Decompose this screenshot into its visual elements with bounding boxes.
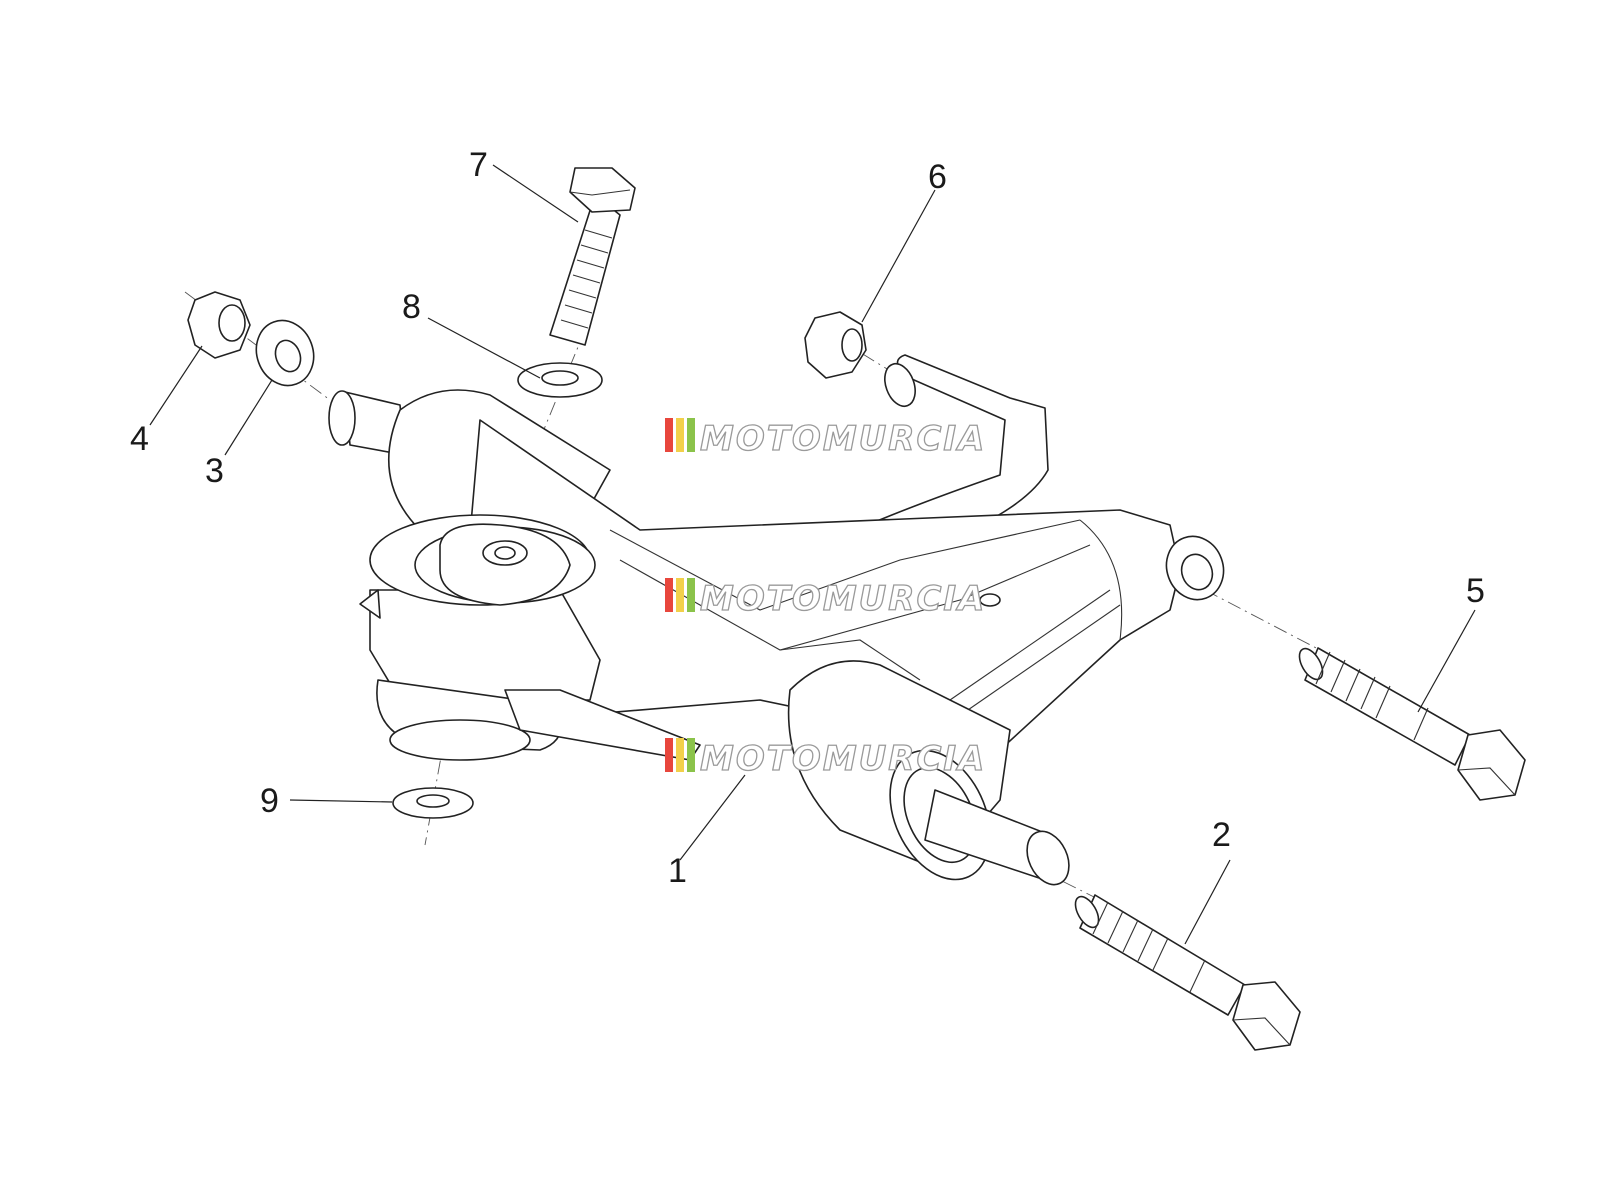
watermark-stripe-yellow [676,738,684,772]
watermark-stripe-yellow [676,418,684,452]
washer-9 [392,787,474,819]
washer-3 [255,319,315,387]
watermark-stripe-green [687,738,695,772]
watermark-middle: MOTOMURCIA [665,578,986,620]
swing-arm [328,354,1225,886]
watermark-stripe-green [687,578,695,612]
watermark-text: MOTOMURCIA [700,579,986,619]
washer-8 [517,362,603,398]
nut-4 [187,291,251,359]
watermark-group: MOTOMURCIA MOTOMURCIA MOTOMURCIA [665,418,986,780]
watermark-text: MOTOMURCIA [700,739,986,779]
callout-5: 5 [1466,572,1485,610]
bolt-7 [549,167,636,346]
watermark-bottom: MOTOMURCIA [665,738,986,780]
watermark-stripe-green [687,418,695,452]
nut-6 [804,311,867,379]
callout-1: 1 [668,852,687,890]
callout-7: 7 [469,146,488,184]
watermark-top: MOTOMURCIA [665,418,986,460]
callout-6: 6 [928,158,947,196]
callout-4: 4 [130,420,149,458]
leader-lines [149,164,1476,945]
watermark-stripe-red [665,418,673,452]
watermark-stripe-yellow [676,578,684,612]
callout-9: 9 [260,782,279,820]
watermark-stripe-red [665,578,673,612]
watermark-stripe-red [665,738,673,772]
bolt-5 [1298,647,1526,801]
watermark-text: MOTOMURCIA [700,419,986,459]
callout-2: 2 [1212,816,1231,854]
callout-8: 8 [402,288,421,326]
callout-labels: 1 2 3 4 5 6 7 8 9 [130,146,1485,890]
callout-3: 3 [205,452,224,490]
bolt-2 [1074,894,1301,1051]
